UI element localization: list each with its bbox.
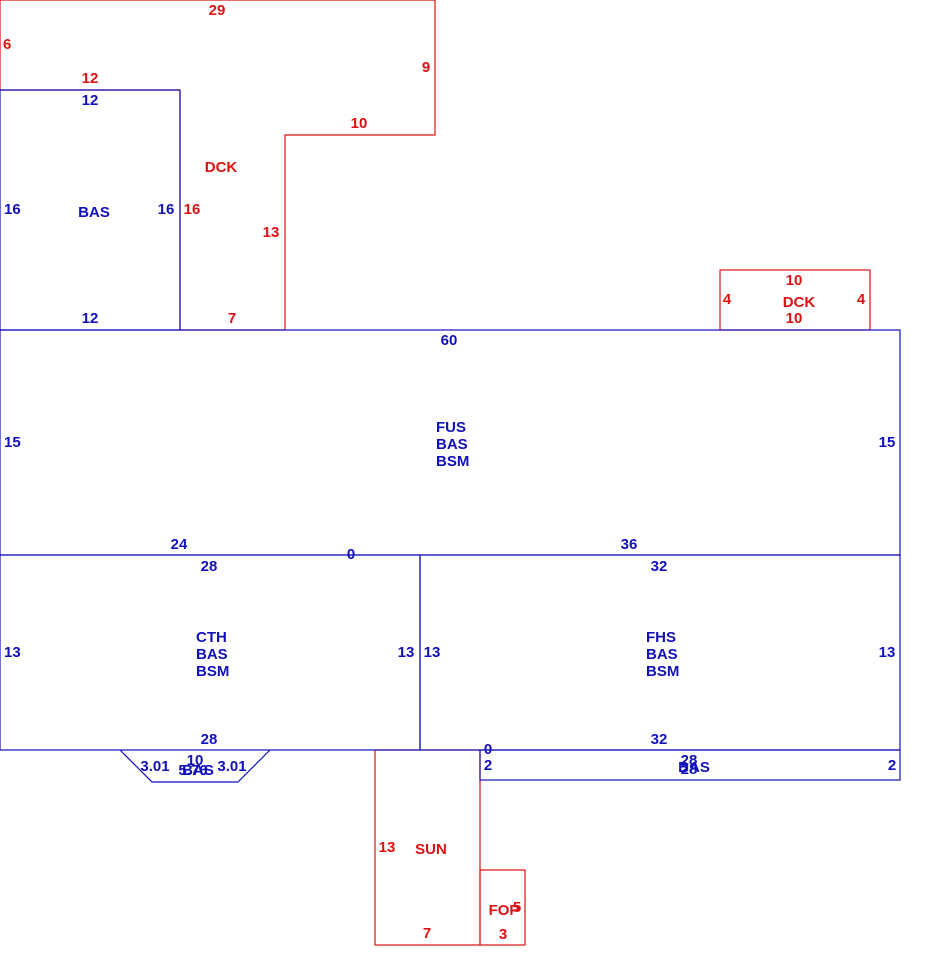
area-label-sun: SUN — [415, 841, 447, 858]
bas-strip-outline — [479, 749, 901, 781]
dim-bas-small-right: 16 — [158, 201, 175, 218]
area-label-dck: DCK — [205, 159, 238, 176]
dim-fhs-right: 13 — [879, 644, 896, 661]
dim-dck-top: 29 — [209, 2, 226, 19]
dim-cth-bottom: 28 — [201, 731, 218, 748]
dim-bay-bottom: 5.76 — [178, 762, 207, 779]
dim-fhs-left: 13 — [424, 644, 441, 661]
dim-dck-step: 10 — [351, 115, 368, 132]
dim-bas-small-top: 12 — [82, 92, 99, 109]
dim-fus-bottom-right: 36 — [621, 536, 638, 553]
dim-bay-left: 3.01 — [140, 758, 169, 775]
dim-fhs-top: 32 — [651, 558, 668, 575]
area-label-bas-small: BAS — [78, 204, 110, 221]
area-label-fhs-3: BSM — [646, 663, 679, 680]
dim-dck-mid-top: 12 — [82, 70, 99, 87]
area-label-fus-2: BAS — [436, 436, 468, 453]
area-label-fop: FOP — [489, 902, 520, 919]
area-label-fus-3: BSM — [436, 453, 469, 470]
area-label-bas-strip: BAS — [678, 759, 710, 776]
dim-bay-top: 10 — [187, 752, 204, 769]
dim-sun-left: 13 — [379, 839, 396, 856]
dim-bas-small-left: 16 — [4, 201, 21, 218]
area-label-cth-1: CTH — [196, 629, 227, 646]
dim-fop-bottom: 3 — [499, 926, 507, 943]
area-label-dck-small: DCK — [783, 294, 816, 311]
area-label-fhs-1: FHS — [646, 629, 676, 646]
bas-small-outline — [0, 89, 181, 331]
bay-outline — [119, 749, 271, 783]
dim-fus-bottom-mid: 0 — [347, 546, 355, 563]
dim-fus-left: 15 — [4, 434, 21, 451]
dim-dck-bottom: 7 — [228, 310, 236, 327]
dim-dck-inner-right: 13 — [263, 224, 280, 241]
area-label-cth-2: BAS — [196, 646, 228, 663]
dim-fus-bottom-left: 24 — [171, 536, 188, 553]
dim-dck-small-left: 4 — [723, 291, 732, 308]
dim-bay-right: 3.01 — [217, 758, 246, 775]
dim-dck-small-top: 10 — [786, 272, 803, 289]
dim-fus-right: 15 — [879, 434, 896, 451]
fop-outline — [479, 869, 526, 946]
dim-cth-right: 13 — [398, 644, 415, 661]
dim-bas-small-bottom: 12 — [82, 310, 99, 327]
dim-dck-small-bottom: 10 — [786, 310, 803, 327]
area-label-cth-3: BSM — [196, 663, 229, 680]
dim-dck-inner-left: 16 — [184, 201, 201, 218]
area-label-fus-1: FUS — [436, 419, 466, 436]
dim-strip-left: 2 — [484, 757, 492, 774]
dim-cth-left: 13 — [4, 644, 21, 661]
dim-sun-bottom: 7 — [423, 925, 431, 942]
dim-dck-left: 6 — [3, 36, 11, 53]
dim-fus-top: 60 — [441, 332, 458, 349]
dim-strip-bottom: 28 — [681, 761, 698, 778]
area-label-bay: BAS — [182, 762, 214, 779]
dim-strip-top: 28 — [681, 752, 698, 769]
dim-dck-small-right: 4 — [857, 291, 866, 308]
dim-fop-right: 5 — [513, 899, 521, 916]
dim-strip-top-left: 0 — [484, 741, 492, 758]
dim-cth-top: 28 — [201, 558, 218, 575]
dim-strip-right: 2 — [888, 757, 896, 774]
dim-dck-right: 9 — [422, 59, 430, 76]
area-label-fhs-2: BAS — [646, 646, 678, 663]
dim-fhs-bottom: 32 — [651, 731, 668, 748]
